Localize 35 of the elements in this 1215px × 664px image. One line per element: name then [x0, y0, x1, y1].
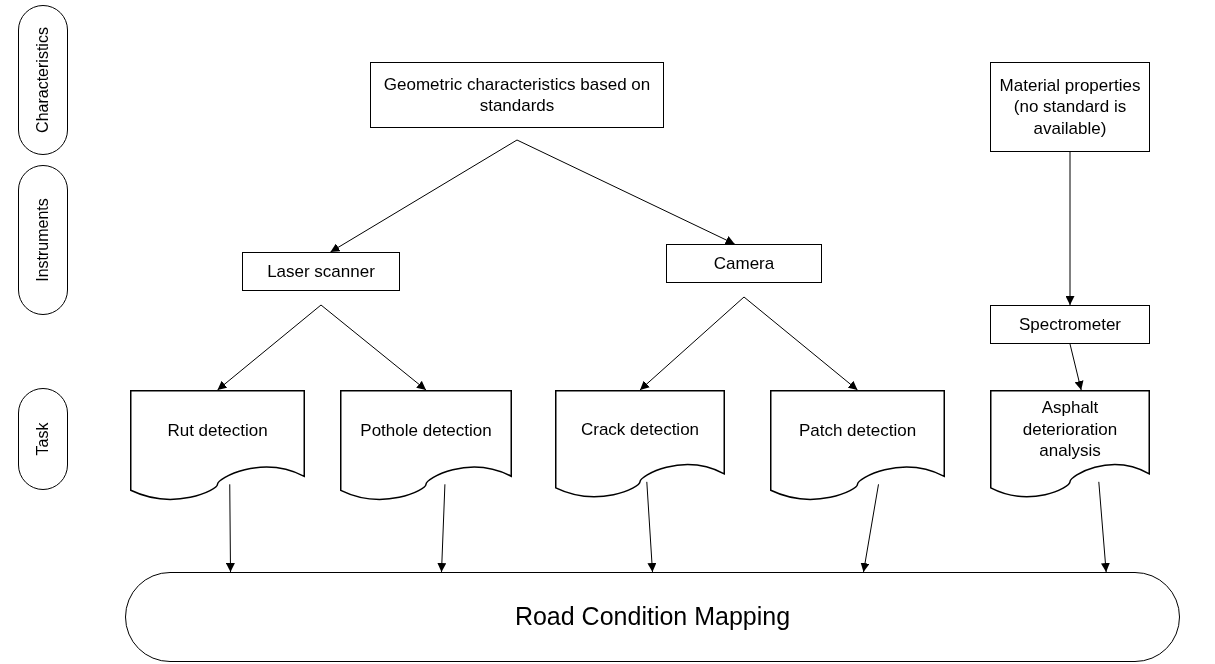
node-label: Spectrometer	[1017, 313, 1122, 336]
arrow	[330, 139, 518, 253]
arrow	[320, 304, 427, 391]
arrow	[437, 483, 447, 573]
arrow	[1098, 481, 1110, 573]
node-label: Patch detection	[797, 419, 918, 441]
arrow	[860, 483, 879, 573]
process-box	[990, 305, 1150, 344]
process-box	[990, 62, 1150, 152]
node-label: Geometric characteristics based on standards	[382, 73, 652, 117]
row-label-pill	[18, 388, 68, 490]
arrow	[225, 483, 235, 573]
row-label: Instruments	[33, 198, 52, 282]
node-label: Crack detection	[579, 418, 701, 440]
arrow	[639, 296, 745, 391]
process-box	[370, 62, 664, 128]
arrow	[1069, 343, 1084, 391]
node-label: Asphalt deterioration analysis	[1021, 397, 1119, 462]
row-label-pill	[18, 5, 68, 155]
arrow	[1065, 151, 1075, 306]
row-label: Task	[33, 422, 52, 456]
arrow	[217, 304, 322, 391]
row-label: Characteristics	[33, 27, 52, 133]
row-label-pill	[18, 165, 68, 315]
node-label: Road Condition Mapping	[513, 601, 792, 633]
node-label: Laser scanner	[266, 260, 376, 283]
arrow	[646, 481, 657, 573]
node-label: Material properties (no standard is available)	[998, 75, 1142, 139]
node-label: Camera	[712, 252, 776, 275]
process-box	[242, 252, 400, 291]
node-label: Pothole detection	[359, 419, 493, 441]
arrow	[516, 139, 736, 245]
node-label: Rut detection	[166, 419, 269, 441]
arrow	[743, 296, 858, 391]
process-box	[666, 244, 822, 283]
